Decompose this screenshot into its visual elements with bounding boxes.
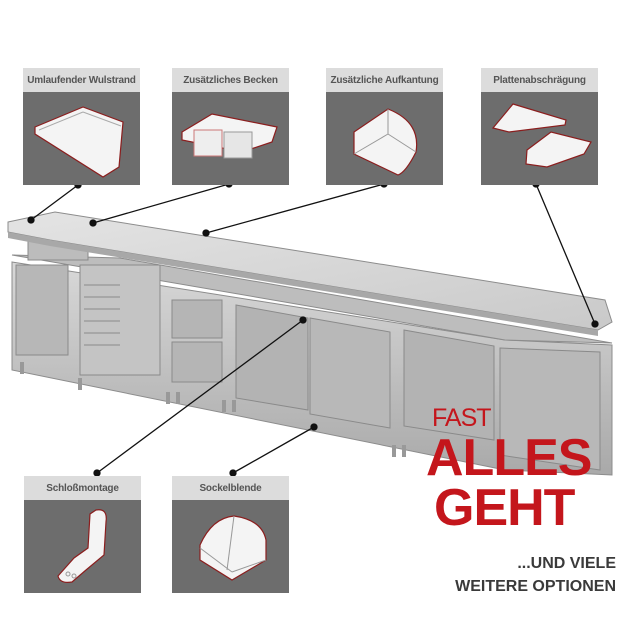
slogan-alles: ALLES — [426, 429, 592, 487]
upstand-icon — [353, 108, 418, 176]
option-label: Plattenabschrägung — [481, 68, 598, 92]
rolled-edge-icon — [34, 106, 124, 178]
option-image — [172, 92, 289, 185]
option-label: Zusätzliche Aufkantung — [326, 68, 443, 92]
plinth-panel-icon — [199, 515, 267, 581]
slogan-fast: FAST — [432, 404, 492, 432]
option-label: Schloßmontage — [24, 476, 141, 500]
slogan-sub-line2: WEITERE OPTIONEN — [455, 578, 616, 595]
option-label: Zusätzliches Becken — [172, 68, 289, 92]
option-schlossmontage: Schloßmontage — [24, 476, 141, 593]
option-image — [326, 92, 443, 185]
option-umlaufender-wulstrand: Umlaufender Wulstrand — [23, 68, 140, 185]
option-image — [172, 500, 289, 593]
option-label: Sockelblende — [172, 476, 289, 500]
option-image — [23, 92, 140, 185]
option-image — [24, 500, 141, 593]
slogan-geht: GEHT — [434, 479, 575, 537]
chamfered-plate-icon — [491, 103, 592, 168]
option-sockelblende: Sockelblende — [172, 476, 289, 593]
option-plattenabschraegung: Plattenabschrägung — [481, 68, 598, 185]
option-zusaetzliche-aufkantung: Zusätzliche Aufkantung — [326, 68, 443, 185]
double-sink-icon — [181, 113, 278, 159]
option-image — [481, 92, 598, 185]
slogan-sub-line1: ...UND VIELE — [517, 555, 616, 572]
option-zusaetzliches-becken: Zusätzliches Becken — [172, 68, 289, 185]
lock-icon — [57, 509, 107, 583]
option-label: Umlaufender Wulstrand — [23, 68, 140, 92]
